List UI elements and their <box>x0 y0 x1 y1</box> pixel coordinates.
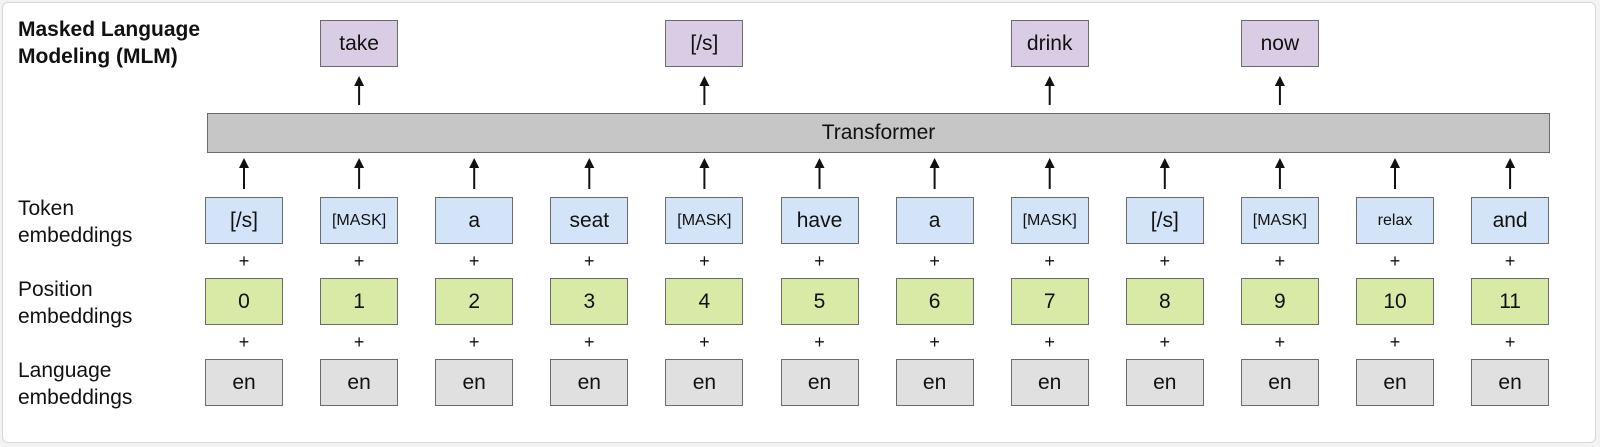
position-embedding-2: 2 <box>435 278 514 325</box>
token-embedding-1: [MASK] <box>320 197 399 244</box>
plus-position-language-2: + <box>468 332 480 352</box>
token-embedding-2: a <box>435 197 514 244</box>
position-embedding-3: 3 <box>550 278 629 325</box>
plus-position-language-6: + <box>929 332 940 352</box>
position-embedding-4: 4 <box>665 278 744 325</box>
language-embedding-3: en <box>550 359 629 406</box>
plus-position-language-1: + <box>353 332 365 352</box>
token-embedding-9: [MASK] <box>1240 197 1319 244</box>
plus-token-position-0: + <box>238 251 250 271</box>
token-embedding-5: have <box>780 197 859 244</box>
position-embedding-7: 7 <box>1010 278 1089 325</box>
position-label-line-1: Position <box>18 278 93 301</box>
token-label-line-1: Token <box>18 197 75 220</box>
plus-position-language-10: + <box>1389 332 1401 352</box>
mlm-output-now-3: now <box>1240 20 1319 67</box>
mlm-output-drink-2: drink <box>1010 20 1089 67</box>
title-line-1: Masked Language <box>18 18 201 41</box>
plus-position-language-7: + <box>1044 332 1055 352</box>
language-embedding-1: en <box>320 359 399 406</box>
plus-position-language-3: + <box>584 332 595 352</box>
diagram-title: Masked Language Modeling (MLM) <box>18 16 200 70</box>
language-embedding-4: en <box>665 359 744 406</box>
arrows-layer <box>239 76 1516 189</box>
token-embedding-10: relax <box>1356 197 1434 244</box>
language-embedding-10: en <box>1356 359 1434 406</box>
mlm-output-s-1: [/s] <box>665 20 744 67</box>
position-embedding-11: 11 <box>1471 278 1550 325</box>
language-embedding-5: en <box>780 359 859 406</box>
token-embedding-7: [MASK] <box>1010 197 1089 244</box>
position-embedding-5: 5 <box>780 278 859 325</box>
plus-token-position-4: + <box>699 251 710 271</box>
plus-position-language-8: + <box>1159 332 1171 352</box>
language-embedding-2: en <box>435 359 514 406</box>
plus-position-language-11: + <box>1504 332 1516 352</box>
token-embedding-4: [MASK] <box>665 197 744 244</box>
language-embedding-8: en <box>1125 359 1204 406</box>
position-embedding-8: 8 <box>1125 278 1204 325</box>
plus-token-position-3: + <box>584 251 595 271</box>
language-label-line-2: embeddings <box>18 386 133 409</box>
token-embedding-6: a <box>895 197 974 244</box>
plus-token-position-6: + <box>929 251 940 271</box>
token-embedding-0: [/s] <box>205 197 283 244</box>
plus-token-position-1: + <box>353 251 365 271</box>
plus-token-position-10: + <box>1389 251 1401 271</box>
position-embedding-10: 10 <box>1356 278 1434 325</box>
position-label-line-2: embeddings <box>18 305 133 328</box>
plus-token-position-8: + <box>1159 251 1171 271</box>
position-embedding-1: 1 <box>320 278 399 325</box>
language-label-line-1: Language <box>18 359 112 382</box>
language-embedding-6: en <box>895 359 974 406</box>
plus-token-position-5: + <box>814 251 825 271</box>
token-embedding-3: seat <box>550 197 629 244</box>
language-embedding-0: en <box>205 359 283 406</box>
plus-position-language-5: + <box>814 332 825 352</box>
transformer-block: Transformer <box>207 113 1550 153</box>
language-embedding-7: en <box>1010 359 1089 406</box>
plus-token-position-2: + <box>468 251 480 271</box>
plus-token-position-7: + <box>1044 251 1055 271</box>
position-embedding-0: 0 <box>205 278 283 325</box>
token-embedding-11: and <box>1471 197 1550 244</box>
plus-position-language-9: + <box>1274 332 1286 352</box>
position-embeddings-label: Position embeddings <box>18 276 132 330</box>
plus-position-language-4: + <box>699 332 710 352</box>
position-embedding-9: 9 <box>1240 278 1319 325</box>
mlm-output-take-0: take <box>320 20 399 67</box>
token-label-line-2: embeddings <box>18 224 133 247</box>
plus-position-language-0: + <box>238 332 250 352</box>
language-embedding-9: en <box>1240 359 1319 406</box>
position-embedding-6: 6 <box>895 278 974 325</box>
title-line-2: Modeling (MLM) <box>18 45 178 68</box>
token-embedding-8: [/s] <box>1125 197 1204 244</box>
language-embedding-11: en <box>1471 359 1550 406</box>
plus-token-position-11: + <box>1504 251 1516 271</box>
language-embeddings-label: Language embeddings <box>18 357 132 411</box>
token-embeddings-label: Token embeddings <box>18 195 132 249</box>
plus-token-position-9: + <box>1274 251 1286 271</box>
